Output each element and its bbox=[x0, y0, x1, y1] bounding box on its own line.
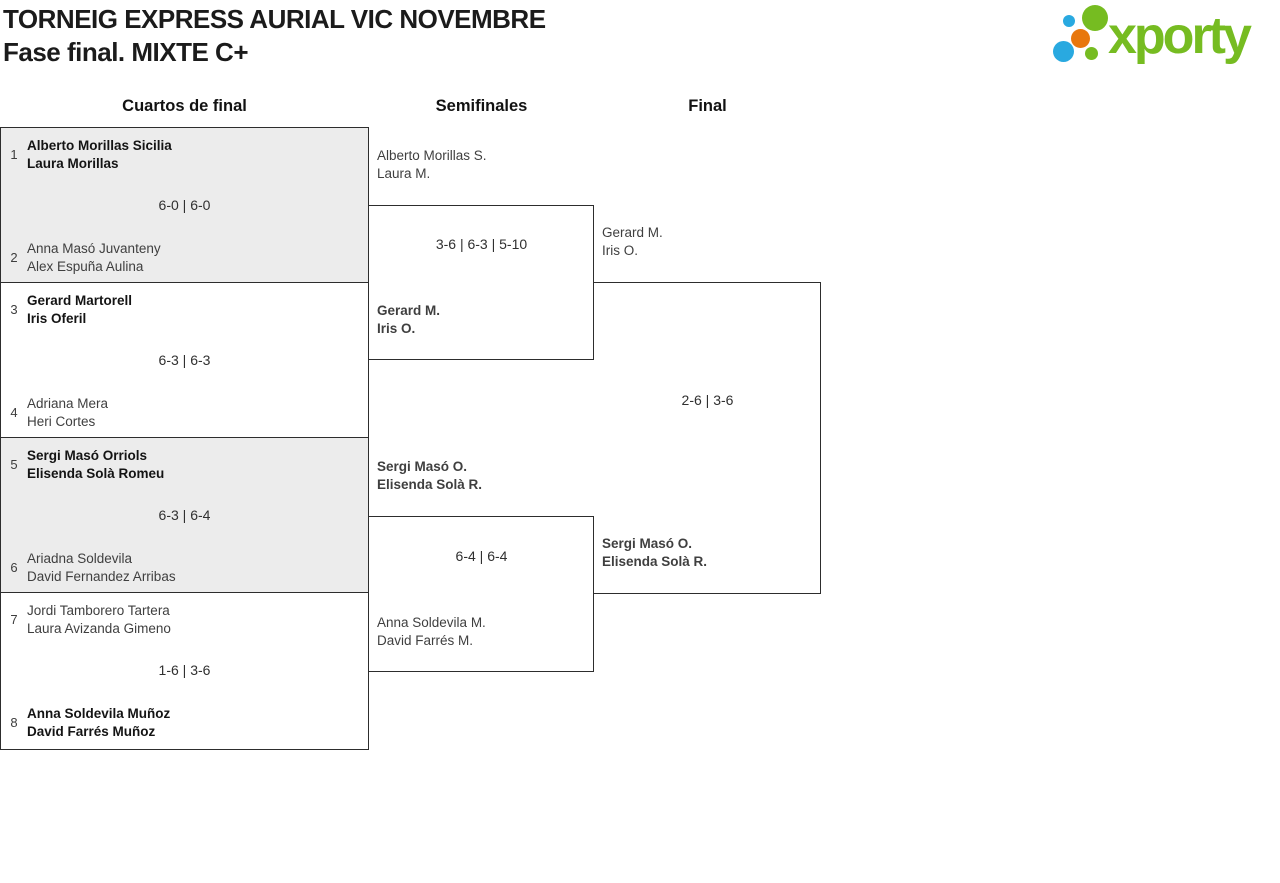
team-name-line: Anna Soldevila Muñoz bbox=[27, 706, 171, 721]
final-match-box bbox=[594, 282, 821, 594]
seed-number: 5 bbox=[10, 457, 18, 472]
team-entry: Sergi Masó Orriols Elisenda Solà Romeu bbox=[27, 447, 164, 483]
team-name-line: Alex Espuña Aulina bbox=[27, 259, 144, 274]
team-name-line: Elisenda Solà R. bbox=[602, 554, 708, 569]
team-entry: Alberto Morillas S. Laura M. bbox=[377, 147, 487, 183]
logo-dot-green-small-icon bbox=[1085, 47, 1098, 60]
logo-dot-blue-small-icon bbox=[1063, 15, 1075, 27]
match-score: 6-0 | 6-0 bbox=[158, 197, 211, 213]
seed-number: 2 bbox=[10, 250, 18, 265]
team-name-line: Gerard M. bbox=[602, 225, 663, 240]
team-name-line: Laura M. bbox=[377, 166, 431, 181]
qf-match-3: 5 Sergi Masó Orriols Elisenda Solà Romeu… bbox=[0, 438, 369, 593]
logo-dot-green-large-icon bbox=[1082, 5, 1108, 31]
sf-match-1-box bbox=[369, 205, 594, 360]
team-name-line: Sergi Masó O. bbox=[377, 459, 468, 474]
team-name-line: Adriana Mera bbox=[27, 396, 109, 411]
xporty-logo[interactable]: xporty bbox=[1050, 0, 1276, 80]
team-entry: Sergi Masó O. Elisenda Solà R. bbox=[377, 458, 482, 494]
logo-wordmark: xporty bbox=[1108, 7, 1252, 65]
team-entry: Adriana Mera Heri Cortes bbox=[27, 395, 108, 431]
team-name-line: Alberto Morillas Sicilia bbox=[27, 138, 172, 153]
team-entry: Anna Soldevila Muñoz David Farrés Muñoz bbox=[27, 705, 170, 741]
seed-number: 6 bbox=[10, 560, 18, 575]
seed-number: 3 bbox=[10, 302, 18, 317]
team-name-line: Gerard Martorell bbox=[27, 293, 133, 308]
team-name-line: Elisenda Solà Romeu bbox=[27, 466, 165, 481]
seed-number: 8 bbox=[10, 715, 18, 730]
team-name-line: David Farrés Muñoz bbox=[27, 724, 156, 739]
team-name-line: Anna Masó Juvanteny bbox=[27, 241, 161, 256]
team-name-line: Sergi Masó O. bbox=[602, 536, 693, 551]
seed-number: 4 bbox=[10, 405, 18, 420]
team-name-line: Jordi Tamborero Tartera bbox=[27, 603, 170, 618]
team-name-line: Laura Avizanda Gimeno bbox=[27, 621, 171, 636]
team-name-line: David Farrés M. bbox=[377, 633, 474, 648]
team-name-line: Ariadna Soldevila bbox=[27, 551, 133, 566]
team-entry: Gerard Martorell Iris Oferil bbox=[27, 292, 132, 328]
team-entry: Anna Masó Juvanteny Alex Espuña Aulina bbox=[27, 240, 161, 276]
seed-number: 7 bbox=[10, 612, 18, 627]
team-name-line: Anna Soldevila M. bbox=[377, 615, 486, 630]
team-name-line: Iris Oferil bbox=[27, 311, 87, 326]
team-entry: Gerard M. Iris O. bbox=[602, 224, 663, 260]
logo-dot-orange-icon bbox=[1071, 29, 1090, 48]
team-entry: Alberto Morillas Sicilia Laura Morillas bbox=[27, 137, 172, 173]
seed-number: 1 bbox=[10, 147, 18, 162]
team-name-line: Elisenda Solà R. bbox=[377, 477, 483, 492]
page-title: TORNEIG EXPRESS AURIAL VIC NOVEMBRE bbox=[3, 4, 546, 34]
team-entry: Gerard M. Iris O. bbox=[377, 302, 440, 338]
team-entry: Ariadna Soldevila David Fernandez Arriba… bbox=[27, 550, 176, 586]
team-name-line: Gerard M. bbox=[377, 303, 441, 318]
match-score: 1-6 | 3-6 bbox=[158, 662, 211, 678]
qf-match-1: 1 Alberto Morillas Sicilia Laura Morilla… bbox=[0, 127, 369, 283]
team-entry: Sergi Masó O. Elisenda Solà R. bbox=[602, 535, 707, 571]
match-score: 6-4 | 6-4 bbox=[455, 548, 508, 564]
team-name-line: Heri Cortes bbox=[27, 414, 96, 429]
logo-dot-blue-large-icon bbox=[1053, 41, 1074, 62]
match-score: 3-6 | 6-3 | 5-10 bbox=[435, 236, 528, 252]
match-score: 2-6 | 3-6 bbox=[681, 392, 734, 408]
team-entry: Anna Soldevila M. David Farrés M. bbox=[377, 614, 486, 650]
round-header-quarterfinals: Cuartos de final bbox=[122, 97, 247, 115]
sf-match-2-box bbox=[369, 516, 594, 672]
team-name-line: David Fernandez Arribas bbox=[27, 569, 176, 584]
round-header-final: Final bbox=[688, 97, 727, 115]
team-name-line: Sergi Masó Orriols bbox=[27, 448, 148, 463]
team-entry: Jordi Tamborero Tartera Laura Avizanda G… bbox=[27, 602, 171, 638]
round-header-semifinals: Semifinales bbox=[435, 97, 528, 115]
match-score: 6-3 | 6-3 bbox=[158, 352, 211, 368]
qf-match-4: 7 Jordi Tamborero Tartera Laura Avizanda… bbox=[0, 593, 369, 750]
match-score: 6-3 | 6-4 bbox=[158, 507, 211, 523]
team-name-line: Laura Morillas bbox=[27, 156, 119, 171]
team-name-line: Alberto Morillas S. bbox=[377, 148, 487, 163]
team-name-line: Iris O. bbox=[377, 321, 416, 336]
team-name-line: Iris O. bbox=[602, 243, 638, 258]
page-subtitle: Fase final. MIXTE C+ bbox=[3, 37, 249, 67]
qf-match-2: 3 Gerard Martorell Iris Oferil 6-3 | 6-3… bbox=[0, 283, 369, 438]
